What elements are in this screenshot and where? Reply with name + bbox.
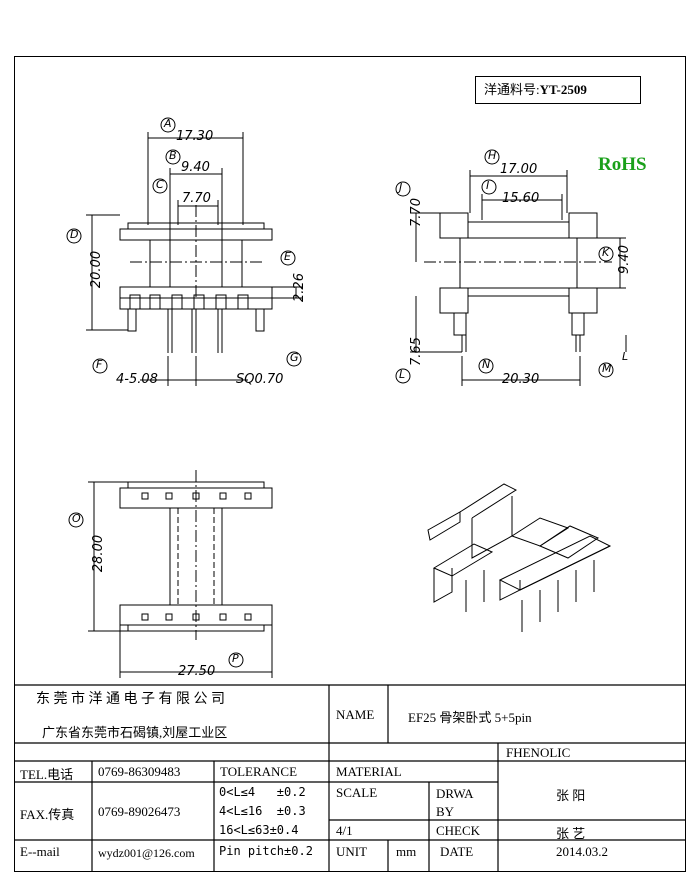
tolerance-row-4: Pin pitch±0.2 [219,844,313,858]
rohs-mark: RoHS [598,154,647,175]
material-value: FHENOLIC [506,745,571,760]
email-label: E--mail [20,844,60,859]
dim-h: 17.00 [500,162,538,177]
tolerance-row-2: 4<L≤16 ±0.3 [219,804,306,818]
tel-label: TEL.电话 [20,767,74,782]
dim-k: 9.40 [616,245,632,274]
label-n: N [482,358,491,371]
label-l2: L [622,350,629,363]
label-a: A [164,117,172,130]
label-m: M [602,362,612,375]
isometric-view [427,483,612,632]
label-g: G [290,351,299,364]
company-address: 广东省东莞市石碣镇,刘屋工业区 [42,725,228,740]
material-label: MATERIAL [336,764,402,779]
top-view [68,470,273,678]
label-o: O [72,512,81,525]
label-f: F [96,358,103,371]
dim-g: SQ0.70 [236,372,284,387]
dim-a: 17.30 [176,129,214,144]
label-h: H [488,149,497,162]
label-d: D [70,228,79,241]
side-view [395,149,627,386]
part-number-label: 洋通料号: [484,82,540,97]
label-b: B [169,149,177,162]
label-l: L [399,368,406,381]
dim-c: 7.70 [182,191,211,206]
date-value: 2014.03.2 [556,844,608,859]
part-number-box: 洋通料号:YT-2509 [475,76,641,104]
label-i: I [486,179,490,192]
unit-label: UNIT [336,844,368,859]
email-value: wydz001@126.com [98,846,195,860]
dim-n: 20.30 [502,372,540,387]
dim-b: 9.40 [181,160,210,175]
dim-o: 28.00 [91,534,107,573]
drawn-label: DRWA BY [436,786,473,819]
tolerance-row-3: 16<L≤63±0.4 [219,823,299,837]
dim-p: 27.50 [178,664,216,679]
label-p: P [232,652,239,665]
drawn-value: 张 阳 [556,788,586,803]
part-number-value: YT-2509 [539,82,587,97]
date-label: DATE [440,844,474,859]
label-e: E [284,250,291,263]
label-j: J [399,181,403,194]
name-label: NAME [336,707,375,722]
scale-label: SCALE [336,785,378,800]
tolerance-row-1: 0<L≤4 ±0.2 [219,785,306,799]
label-k: K [602,246,610,259]
company-name: 东 莞 市 洋 通 电 子 有 限 公 司 [36,692,225,707]
title-block [14,684,686,872]
dim-i: 15.60 [502,191,540,206]
unit-value: mm [396,844,417,859]
check-value: 张 艺 [556,826,586,841]
dim-f: 4-5.08 [116,372,158,387]
tel-value: 0769-86309483 [98,764,181,779]
drawing-sheet [14,56,686,872]
fax-label: FAX.传真 [20,807,75,822]
dim-j: 7.70 [408,198,424,227]
dim-d: 20.00 [89,250,105,289]
check-label: CHECK [436,823,481,838]
scale-value: 4/1 [336,823,353,838]
dim-l: 7.65 [408,337,424,366]
fax-value: 0769-89026473 [98,804,181,819]
dim-e: 2.26 [291,273,307,302]
tolerance-label: TOLERANCE [220,764,298,779]
front-view [66,117,302,386]
label-c: C [156,178,164,191]
name-value: EF25 骨架卧式 5+5pin [408,710,532,725]
